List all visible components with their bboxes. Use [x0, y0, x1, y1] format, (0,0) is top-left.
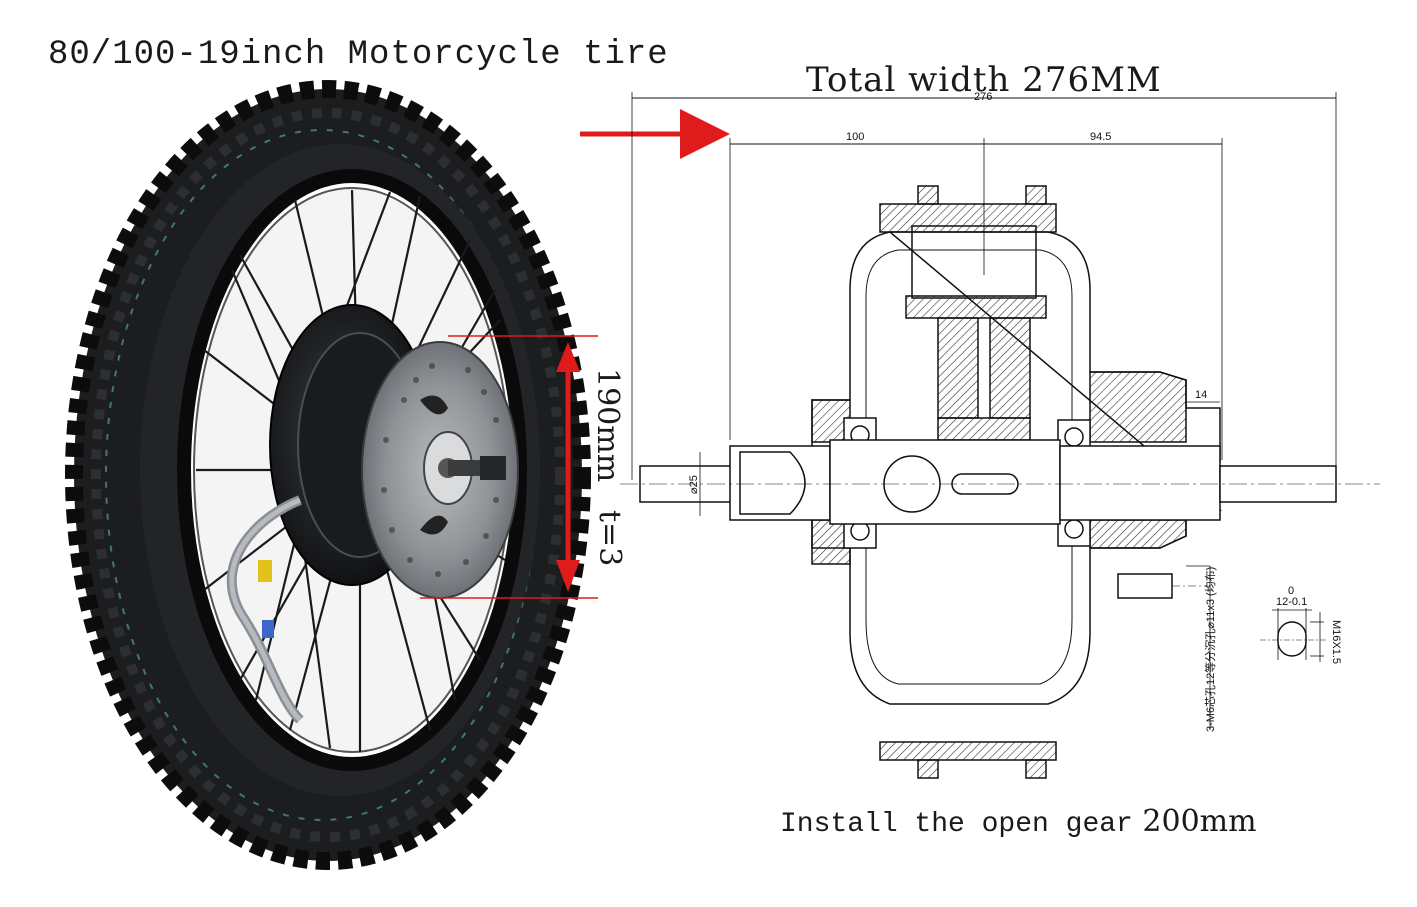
dim-note: 3-M6芯孔12等分沉孔⌀11x3 (均布)	[1203, 567, 1217, 732]
tire-size-title: 80/100-19inch Motorcycle tire	[48, 36, 669, 74]
shaft-flat-detail	[1260, 608, 1326, 662]
dim-flat-width: 12-0.1	[1276, 596, 1307, 608]
install-caption-value: 200mm	[1142, 804, 1257, 839]
dim-shaft-dia: ⌀25	[688, 475, 700, 494]
total-width-label: Total width	[806, 60, 1011, 100]
disc-thickness-label: t=3	[592, 510, 627, 566]
dim-thread: M16X1.5	[1330, 620, 1342, 664]
dim-right-half: 94.5	[1090, 131, 1111, 143]
total-width-value: 276MM	[1022, 60, 1162, 100]
total-width-title: Total width 276MM	[806, 60, 1162, 100]
disc-diameter-dimension	[420, 335, 598, 599]
install-caption: Install the open gear 200mm	[780, 804, 1257, 840]
dim-hub-offset: 14	[1195, 389, 1207, 401]
disc-diameter-label: 190mm	[590, 368, 625, 482]
cross-section-drawing	[620, 92, 1380, 779]
install-caption-label: Install the open gear	[780, 809, 1133, 840]
wheel-illustration	[65, 80, 730, 870]
dim-left-half: 100	[846, 131, 864, 143]
dim-flat-tol-top: 0	[1288, 585, 1294, 597]
dim-overall: 276	[974, 91, 992, 103]
